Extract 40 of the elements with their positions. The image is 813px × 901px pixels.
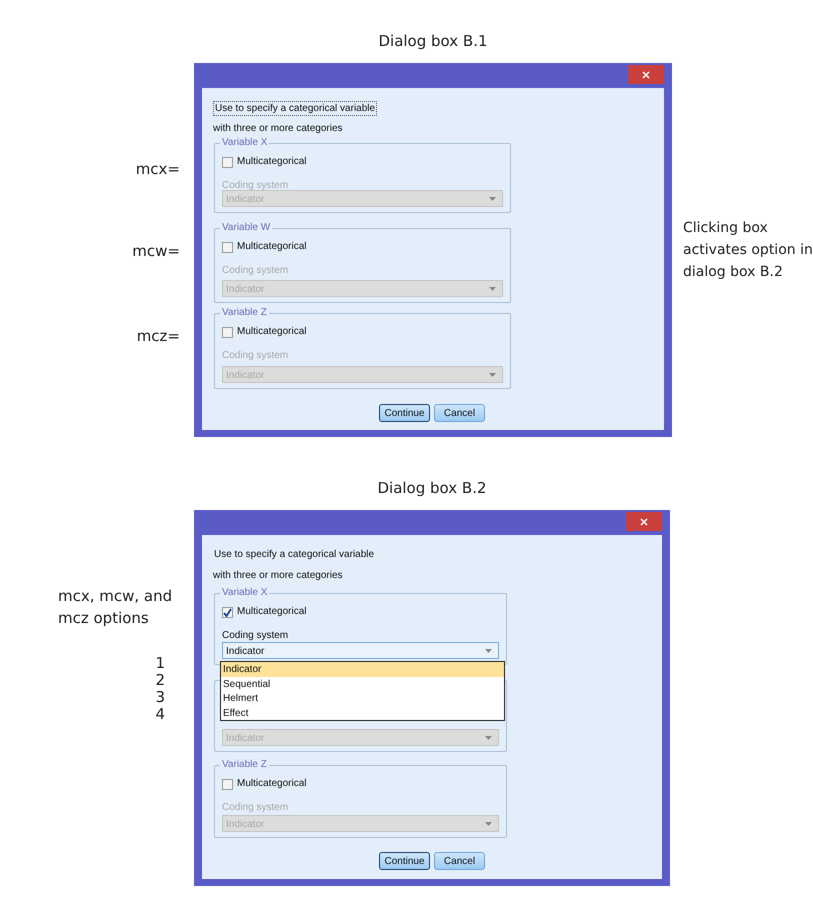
callout-number: 2 — [154, 672, 165, 689]
list-item: Sequential — [222, 678, 272, 691]
instruction-text: with three or more categories — [213, 570, 343, 581]
field-label: Coding system — [222, 630, 288, 641]
dropdown-list — [220, 661, 505, 721]
dialog-button: Continue — [379, 404, 430, 422]
annotation-text: Clicking box activates option in dialog box B.2 — [683, 219, 813, 282]
group-title: Variable Z — [220, 307, 269, 318]
field-label: Coding system — [222, 180, 288, 191]
annotation-text: mcz= — [136, 326, 180, 347]
dialog-button: Continue — [379, 852, 430, 870]
dialog-heading: Dialog box B.1 — [377, 31, 489, 52]
instruction-text: Use to specify a categorical variable — [213, 548, 376, 561]
instruction-text: Use to specify a categorical variable — [213, 101, 378, 116]
annotation-text: mcw= — [131, 241, 180, 262]
checkbox-label: Multicategorical — [237, 326, 306, 337]
field-label: Coding system — [222, 265, 288, 276]
checkbox-label: Multicategorical — [237, 606, 306, 617]
group-title: Variable X — [220, 137, 270, 148]
annotation-text: mcx, mcw, and mcz options — [58, 586, 174, 629]
callout-number: 3 — [154, 689, 165, 706]
list-item: Indicator — [221, 662, 504, 676]
dropdown-field: Indicator — [222, 642, 499, 659]
dialog-heading: Dialog box B.2 — [376, 478, 488, 499]
list-item: Helmert — [222, 692, 260, 706]
instruction-text: with three or more categories — [213, 123, 343, 134]
callout-number: 1 — [154, 655, 165, 672]
callout-number: 4 — [154, 706, 165, 723]
field-label: Coding system — [222, 350, 288, 361]
field-label: Coding system — [222, 802, 288, 813]
checkbox-label: Multicategorical — [237, 241, 306, 252]
group-title: Variable Z — [220, 759, 269, 770]
list-item: Effect — [222, 706, 250, 720]
dialog-button: Cancel — [434, 404, 485, 422]
dialog-button: Cancel — [434, 852, 485, 870]
group-title: Variable X — [220, 587, 270, 598]
group-title: Variable W — [220, 222, 272, 233]
annotation-text: mcx= — [134, 159, 180, 180]
checkbox-label: Multicategorical — [237, 156, 306, 167]
checkbox-label: Multicategorical — [237, 778, 306, 789]
